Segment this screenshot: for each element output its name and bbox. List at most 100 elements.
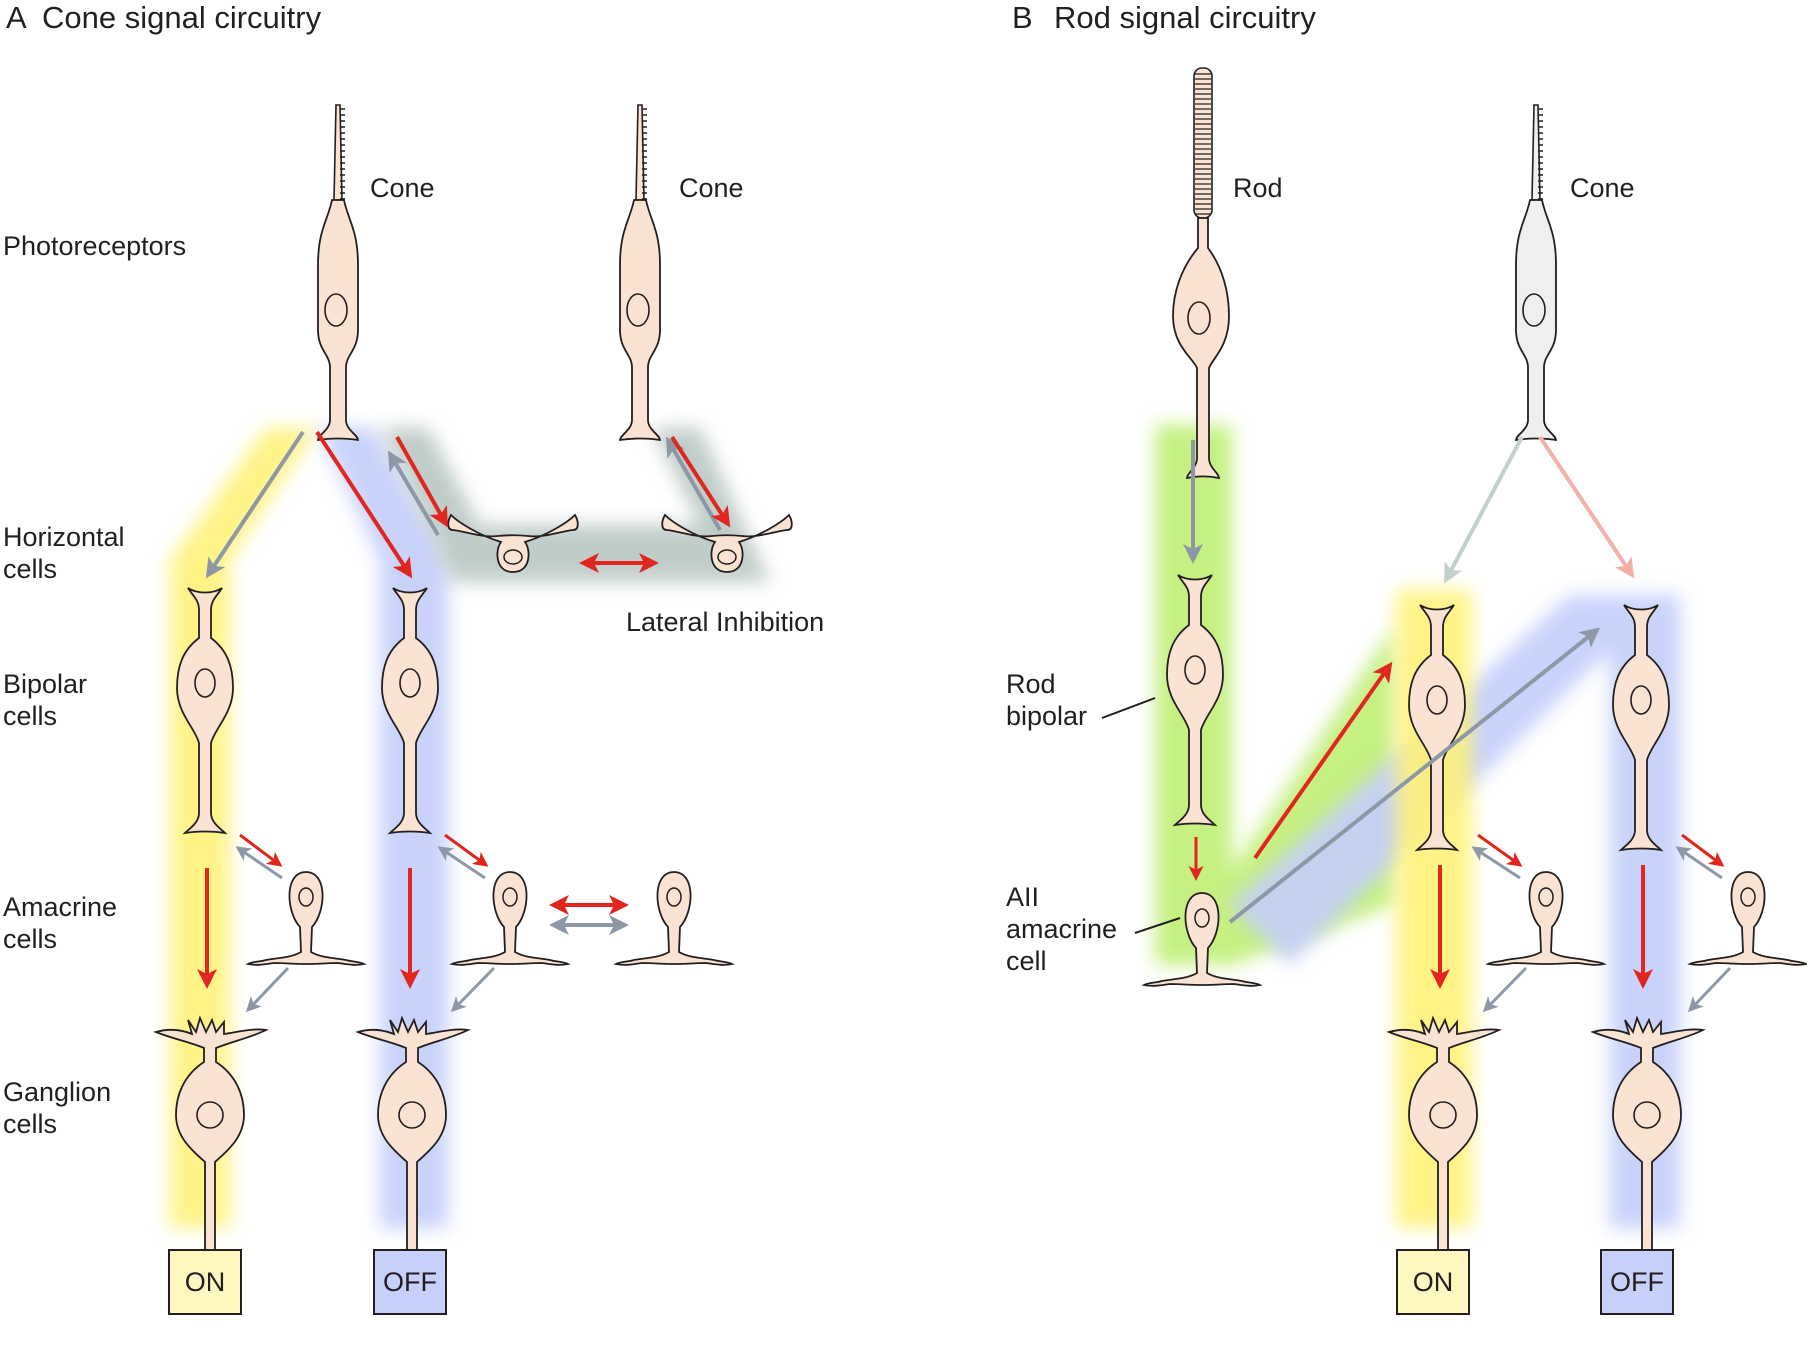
arrow-cone-2-to-horizontal <box>670 435 731 528</box>
leader-rod-bipolar <box>1101 697 1156 719</box>
on-bipolar-b <box>1408 604 1466 852</box>
amacrine-b-1-nucleus <box>1538 887 1554 907</box>
amacrine-b-2-nucleus <box>1740 887 1756 907</box>
amacrine-a-3-nucleus <box>666 887 682 907</box>
rod-bipolar <box>1166 574 1224 827</box>
arrow-on-bipolar-to-amacrine-b <box>1477 833 1523 867</box>
off-ganglion-b-body <box>1590 1015 1706 1256</box>
row-label-ganglion: Ganglion cells <box>3 1077 112 1139</box>
arrow-amacrine-to-off-ganglion-a <box>450 966 496 1013</box>
on-box-a-text: ON <box>184 1266 226 1297</box>
rod-bipolar-body <box>1166 574 1224 827</box>
row-label-horizontal: Horizontal cells <box>3 522 125 584</box>
cone-2 <box>619 104 661 442</box>
cone-b-inactive-outer-segment <box>1531 104 1541 201</box>
arrow-aii-to-off-bipolar <box>1228 627 1601 924</box>
amacrine-b-1 <box>1485 871 1607 966</box>
arrow-on-bipolar-to-amacrine-a <box>239 833 283 867</box>
off-ganglion-b-nucleus <box>1633 1101 1661 1129</box>
cone-b-label: Cone <box>1570 173 1635 203</box>
cone-b-inactive-nucleus <box>1522 293 1546 327</box>
rod-bipolar-label: Rod bipolar <box>1006 669 1088 731</box>
aii-amacrine-nucleus <box>1194 908 1210 928</box>
off-box-b-text: OFF <box>1610 1266 1664 1297</box>
aii-amacrine-label: AII amacrine cell <box>1006 882 1118 976</box>
cells <box>153 67 1807 1256</box>
cone-b-inactive <box>1515 104 1557 442</box>
on-ganglion-b <box>1386 1015 1502 1256</box>
horizontal-cell-2 <box>661 513 793 573</box>
off-box-b: OFF <box>1600 1249 1674 1315</box>
on-bipolar-b-nucleus <box>1426 685 1448 715</box>
cone-2-nucleus <box>626 293 650 327</box>
on-ganglion-a <box>153 1015 269 1256</box>
panel-b-title: Rod signal circuitry <box>1054 0 1316 35</box>
arrow-aii-to-on-bipolar <box>1253 661 1393 860</box>
cone-2-discs <box>642 108 647 200</box>
off-ganglion-a-nucleus <box>398 1101 426 1129</box>
on-box-a: ON <box>168 1249 242 1315</box>
rod-discs <box>1195 73 1211 215</box>
off-bipolar-a-nucleus <box>399 668 421 698</box>
off-box-a-text: OFF <box>383 1266 437 1297</box>
horizontal-cell-1 <box>447 513 579 573</box>
rod <box>1172 67 1230 480</box>
panel-a-letter: A <box>6 0 27 35</box>
cone-1-outer-segment <box>333 104 343 201</box>
panel-a-title: Cone signal circuitry <box>42 0 322 35</box>
lateral-inhibition-label: Lateral Inhibition <box>626 607 825 637</box>
amacrine-a-3-body <box>613 871 735 966</box>
on-ganglion-a-nucleus <box>196 1101 224 1129</box>
arrow-cone-1-to-horizontal <box>395 436 448 528</box>
off-bipolar-b-nucleus <box>1630 685 1652 715</box>
amacrine-a-2 <box>449 871 571 966</box>
row-label-bipolar: Bipolar cells <box>3 669 88 731</box>
amacrine-a-1 <box>245 871 367 966</box>
horizontal-cell-2-body <box>661 513 793 573</box>
rod-label: Rod <box>1233 173 1283 203</box>
on-bipolar-a-nucleus <box>194 668 216 698</box>
rod-outer-segment <box>1193 67 1213 219</box>
arrow-amacrine-to-on-ganglion-a <box>245 966 290 1013</box>
arrows <box>197 430 1732 1013</box>
on-bipolar-b-body <box>1408 604 1466 852</box>
amacrine-b-2 <box>1687 871 1807 966</box>
arrow-amacrine-to-off-bipolar-b <box>1675 846 1723 880</box>
cone-b-inactive-discs <box>1538 108 1543 200</box>
cone-1-label: Cone <box>370 173 435 203</box>
on-box-b-text: ON <box>1412 1266 1454 1297</box>
amacrine-a-3 <box>613 871 735 966</box>
rod-nucleus <box>1187 301 1211 335</box>
cone-1-nucleus <box>324 293 348 327</box>
on-ganglion-a-body <box>153 1015 269 1256</box>
arrow-amacrine-to-on-bipolar-a <box>235 846 283 880</box>
cone-2-label: Cone <box>679 173 744 203</box>
aii-amacrine <box>1141 892 1263 987</box>
amacrine-b-2-body <box>1687 871 1807 966</box>
panel-b-letter: B <box>1012 0 1033 35</box>
off-bipolar-b <box>1612 604 1670 852</box>
cone-1-discs <box>340 108 345 200</box>
arrow-off-bipolar-to-amacrine-a <box>444 833 489 867</box>
off-bipolar-b-body <box>1612 604 1670 852</box>
amacrine-a-2-nucleus <box>502 887 518 907</box>
amacrine-b-1-body <box>1485 871 1607 966</box>
off-ganglion-a-body <box>355 1015 471 1256</box>
on-bipolar-a <box>176 587 234 835</box>
off-box-a: OFF <box>373 1249 447 1315</box>
arrow-amacrine-to-on-ganglion-b <box>1482 966 1528 1013</box>
off-bipolar-a-body <box>381 587 439 835</box>
horizontal-cell-1-body <box>447 513 579 573</box>
arrow-amacrine-to-off-ganglion-b <box>1687 966 1732 1013</box>
horizontal-pathway-glow <box>382 428 770 582</box>
on-bipolar-a-body <box>176 587 234 835</box>
arrow-amacrine-to-off-bipolar-a <box>437 846 486 880</box>
arrow-cone-to-off-bipolar <box>315 430 413 579</box>
arrow-cone-b-to-off-bipolar <box>1538 435 1635 579</box>
amacrine-a-1-nucleus <box>298 887 314 907</box>
row-label-photoreceptors: Photoreceptors <box>3 231 187 261</box>
arrow-cone-to-on-bipolar <box>205 430 305 579</box>
off-bipolar-a <box>381 587 439 835</box>
amacrine-a-1-body <box>245 871 367 966</box>
